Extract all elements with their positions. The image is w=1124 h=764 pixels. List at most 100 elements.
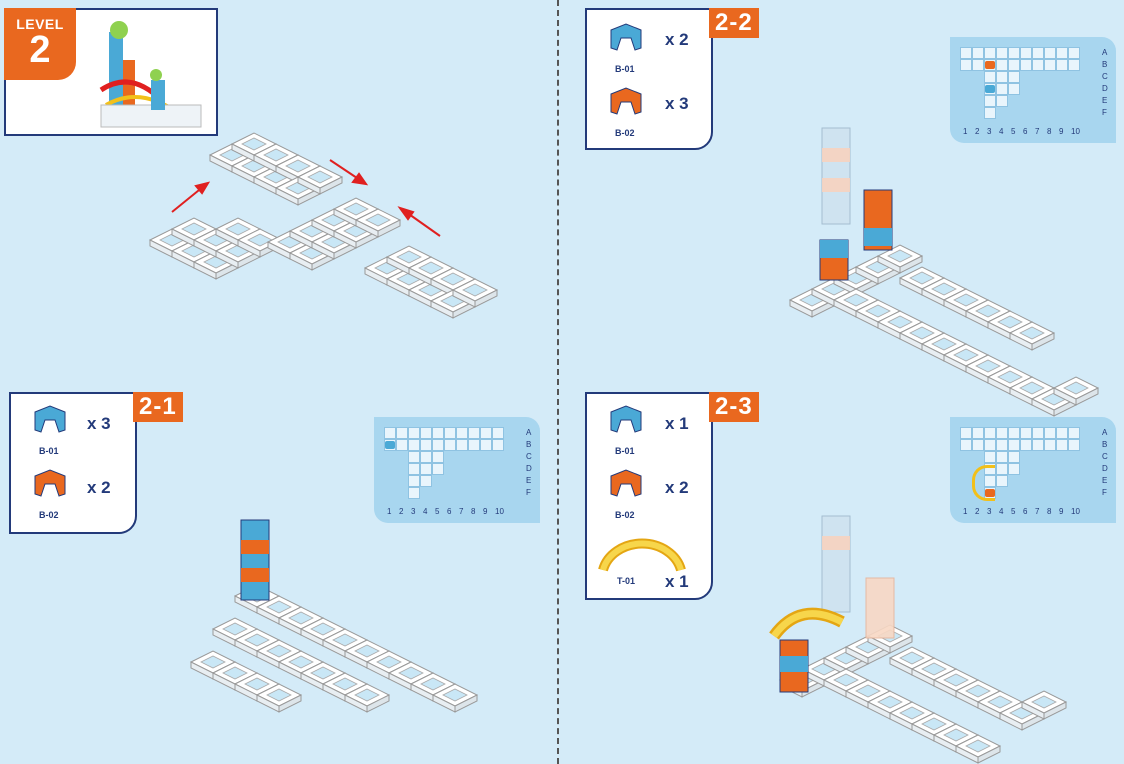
grid-cell [1008, 83, 1020, 95]
grid-col-label: 10 [1071, 127, 1080, 136]
grid-cell [996, 59, 1008, 71]
part-code: B-01 [39, 446, 59, 456]
grid-cell [492, 439, 504, 451]
grid-col-label: 7 [1035, 507, 1040, 516]
grid-cell [996, 427, 1008, 439]
grid-col-label: 5 [1011, 507, 1016, 516]
level-number: 2 [29, 29, 51, 71]
track-t01-icon [598, 538, 686, 572]
block-b01-icon [610, 405, 642, 433]
finished-model-thumbnail [99, 21, 202, 128]
grid-cell [1056, 427, 1068, 439]
grid-cell [1008, 439, 1020, 451]
grid-col-label: 5 [1011, 127, 1016, 136]
parts-panel-2-2: B-01 x 2 B-02 x 3 [585, 8, 713, 150]
grid-cell [456, 427, 468, 439]
grid-cell [432, 439, 444, 451]
block-b02-icon [610, 87, 642, 115]
grid-col-label: 10 [495, 507, 504, 516]
base-plates-exploded [149, 132, 498, 319]
grid-block-marker [385, 441, 395, 449]
grid-cell [1068, 427, 1080, 439]
part-qty: x 1 [665, 414, 689, 433]
grid-cell [1032, 427, 1044, 439]
grid-col-label: 4 [423, 507, 428, 516]
grid-cell [984, 107, 996, 119]
grid-col-label: 6 [1023, 127, 1028, 136]
grid-col-label: 7 [1035, 127, 1040, 136]
grid-row-label: A [1102, 48, 1108, 57]
part-qty: x 2 [87, 478, 111, 497]
grid-col-label: 6 [1023, 507, 1028, 516]
step-2-1-base [190, 584, 478, 713]
grid-cell [420, 475, 432, 487]
grid-cell [396, 427, 408, 439]
grid-row-label: F [1102, 108, 1107, 117]
grid-col-label: 7 [459, 507, 464, 516]
part-code: B-02 [615, 128, 635, 138]
grid-cell [996, 451, 1008, 463]
grid-cell [1032, 59, 1044, 71]
level-badge: LEVEL 2 [4, 8, 76, 80]
grid-col-label: 3 [987, 127, 992, 136]
grid-cell [384, 427, 396, 439]
grid-row-label: E [1102, 476, 1108, 485]
grid-col-label: 5 [435, 507, 440, 516]
grid-col-label: 1 [963, 127, 968, 136]
grid-col-label: 9 [1059, 507, 1064, 516]
grid-cell [1008, 71, 1020, 83]
grid-col-label: 8 [1047, 507, 1052, 516]
grid-cell [420, 463, 432, 475]
step-2-1-tower [240, 519, 270, 601]
grid-col-label: 2 [975, 507, 980, 516]
grid-row-label: E [1102, 96, 1108, 105]
grid-cell [408, 451, 420, 463]
grid-col-label: 3 [411, 507, 416, 516]
grid-cell [996, 439, 1008, 451]
grid-col-label: 8 [1047, 127, 1052, 136]
step-tag-2-1: 2-1 [133, 392, 183, 422]
block-b01-icon [610, 23, 642, 51]
part-qty: x 3 [665, 94, 689, 113]
grid-row-label: C [1102, 72, 1108, 81]
grid-cell [996, 47, 1008, 59]
grid-cell [420, 427, 432, 439]
grid-col-label: 2 [975, 127, 980, 136]
grid-col-label: 9 [483, 507, 488, 516]
parts-panel-2-1: B-01 x 3 B-02 x 2 [9, 392, 137, 534]
grid-col-label: 1 [387, 507, 392, 516]
page-divider [557, 0, 559, 764]
grid-col-label: 1 [963, 507, 968, 516]
grid-cell [408, 439, 420, 451]
grid-cell [1032, 47, 1044, 59]
grid-col-label: 8 [471, 507, 476, 516]
grid-cell [1044, 439, 1056, 451]
part-code: B-01 [615, 64, 635, 74]
grid-cell [480, 427, 492, 439]
grid-cell [1056, 47, 1068, 59]
grid-cell [396, 439, 408, 451]
grid-cell [1056, 59, 1068, 71]
grid-row-label: D [526, 464, 532, 473]
part-code: B-02 [39, 510, 59, 520]
step-tag-2-2: 2-2 [709, 8, 759, 38]
grid-cell [468, 427, 480, 439]
grid-cell [444, 427, 456, 439]
grid-cell [1056, 439, 1068, 451]
part-code: B-01 [615, 446, 635, 456]
parts-panel-2-3: B-01 x 1 B-02 x 2 T-01 x 1 [585, 392, 713, 600]
grid-cell [1020, 439, 1032, 451]
grid-cell [480, 439, 492, 451]
grid-col-label: 3 [987, 507, 992, 516]
grid-row-label: A [526, 428, 532, 437]
grid-cell [1044, 59, 1056, 71]
grid-cell [408, 427, 420, 439]
grid-cell [996, 95, 1008, 107]
part-qty: x 3 [87, 414, 111, 433]
grid-cell [432, 463, 444, 475]
grid-cell [972, 439, 984, 451]
grid-col-label: 10 [1071, 507, 1080, 516]
